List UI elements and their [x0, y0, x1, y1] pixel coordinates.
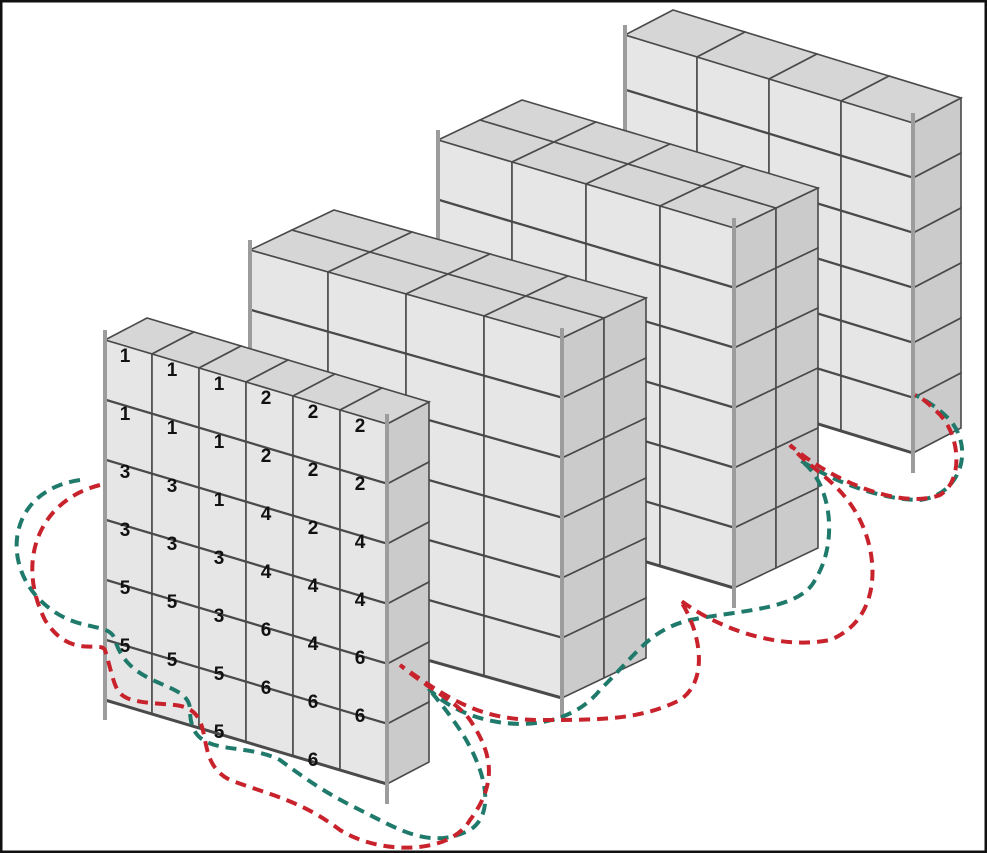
slot-number-label: 3 — [167, 534, 178, 555]
slot-number-label: 5 — [214, 664, 225, 685]
slot-number-label: 3 — [214, 548, 225, 569]
slot-number-label: 2 — [308, 402, 319, 423]
slot-number-label: 3 — [167, 476, 178, 497]
slot-number-label: 5 — [120, 578, 131, 599]
slot-number-label: 2 — [261, 446, 272, 467]
slot-number-label: 5 — [214, 722, 225, 743]
slot-number-label: 2 — [355, 474, 366, 495]
slot-number-label: 2 — [355, 416, 366, 437]
slot-number-label: 1 — [167, 360, 178, 381]
slot-number-label: 1 — [120, 404, 131, 425]
slot-number-label: 6 — [308, 750, 319, 771]
slot-number-label: 2 — [308, 518, 319, 539]
slot-number-label: 3 — [120, 520, 131, 541]
slot-number-label: 6 — [355, 706, 366, 727]
slot-number-label: 5 — [167, 650, 178, 671]
slot-number-label: 4 — [355, 590, 366, 611]
slot-number-label: 1 — [167, 418, 178, 439]
slot-number-label: 1 — [214, 490, 225, 511]
slot-number-label: 1 — [214, 432, 225, 453]
slot-number-label: 1 — [214, 374, 225, 395]
slot-number-label: 5 — [120, 636, 131, 657]
slot-number-label: 1 — [120, 346, 131, 367]
slot-number-label: 3 — [214, 606, 225, 627]
slot-number-label: 4 — [308, 634, 319, 655]
slot-number-label: 5 — [167, 592, 178, 613]
slot-number-label: 4 — [355, 532, 366, 553]
slot-number-label: 3 — [120, 462, 131, 483]
slot-number-label: 4 — [261, 562, 272, 583]
slot-number-label: 6 — [355, 648, 366, 669]
slot-number-label: 4 — [261, 504, 272, 525]
slot-number-label: 4 — [308, 576, 319, 597]
slot-number-label: 6 — [261, 620, 272, 641]
slot-number-label: 2 — [261, 388, 272, 409]
slot-number-label: 6 — [261, 678, 272, 699]
slot-number-label: 6 — [308, 692, 319, 713]
slot-number-label: 2 — [308, 460, 319, 481]
